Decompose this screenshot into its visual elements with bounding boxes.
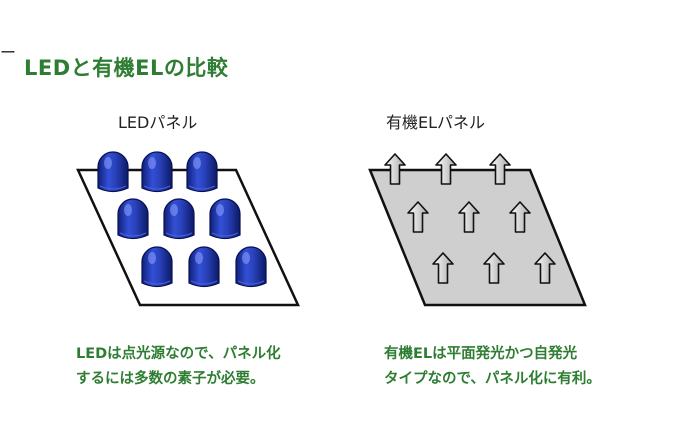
led-caption-line-2: するには多数の素子が必要。 bbox=[76, 371, 265, 387]
page-title: LEDと有機ELの比較 bbox=[24, 56, 229, 80]
emission-arrows bbox=[384, 153, 556, 284]
emission-arrow bbox=[483, 252, 505, 284]
led-element bbox=[97, 151, 129, 193]
oled-panel-label: 有機ELパネル bbox=[386, 113, 486, 132]
led-element bbox=[141, 246, 173, 288]
emission-arrow bbox=[509, 201, 531, 233]
led-element bbox=[188, 246, 220, 288]
emission-arrow bbox=[432, 252, 454, 284]
emission-arrow bbox=[407, 201, 429, 233]
led-element bbox=[186, 151, 218, 193]
emission-arrow bbox=[534, 252, 556, 284]
led-elements bbox=[97, 151, 267, 288]
led-element bbox=[163, 198, 195, 240]
oled-caption-line-1: 有機ELは平面発光かつ自発光 bbox=[384, 346, 578, 362]
led-panel-label: LEDパネル bbox=[118, 113, 198, 132]
led-caption: LEDは点光源なので、パネル化 するには多数の素子が必要。 bbox=[76, 342, 281, 392]
led-element bbox=[209, 198, 241, 240]
led-caption-line-1: LEDは点光源なので、パネル化 bbox=[76, 346, 281, 362]
oled-caption: 有機ELは平面発光かつ自発光 タイプなので、パネル化に有利。 bbox=[384, 342, 601, 392]
led-element bbox=[141, 151, 173, 193]
oled-caption-line-2: タイプなので、パネル化に有利。 bbox=[384, 371, 601, 387]
led-element bbox=[117, 198, 149, 240]
edge-mark: ー bbox=[0, 43, 17, 62]
emission-arrow bbox=[489, 153, 511, 185]
emission-arrow bbox=[458, 201, 480, 233]
emission-arrow bbox=[384, 153, 406, 185]
led-element bbox=[235, 246, 267, 288]
emission-arrow bbox=[435, 153, 457, 185]
oled-panel bbox=[368, 168, 587, 307]
